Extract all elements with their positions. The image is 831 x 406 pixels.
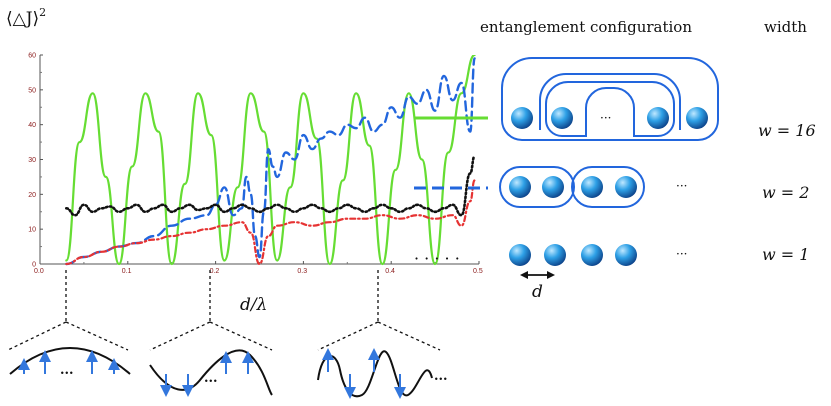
pair-ring: [571, 166, 645, 208]
atom: [686, 107, 708, 129]
atom: [615, 244, 637, 266]
ellipsis: ...: [434, 369, 448, 384]
pair-ring: [499, 166, 575, 208]
legend-header-config: entanglement configuration: [480, 18, 692, 36]
legend-line-dotted: · · · · ·: [414, 249, 460, 268]
legend-header-width: width: [764, 18, 807, 36]
main-plot: ⟨△J⟩2 0.0 0.1 0.2 0.3 0.4 0.5 0 10 20 30 40 50 60 d/…: [6, 6, 483, 315]
atom: [647, 107, 669, 129]
entanglement-ring-middle: [539, 73, 681, 130]
legend-row-w2: ··· w = 2: [414, 166, 809, 208]
spacing-arrow-head-left: [520, 271, 528, 279]
ellipsis: ...: [60, 363, 74, 378]
legend-row-w16: ··· w = 16: [414, 57, 816, 141]
atom: [542, 176, 564, 198]
standing-wave-inset-3: ...: [317, 348, 448, 399]
plot-axes: 0.0 0.1 0.2 0.3 0.4 0.5 0 10 20 30 40 50 60: [28, 53, 483, 276]
connector-right-2: [209, 321, 273, 351]
atom: [615, 176, 637, 198]
series-line-2: [65, 179, 476, 266]
entanglement-ring-inner: [545, 81, 675, 137]
ellipsis: ...: [204, 371, 218, 386]
atom: [511, 107, 533, 129]
y-tick-label: 10: [28, 227, 36, 234]
connector-left-2: [149, 321, 211, 351]
width-label-w2: w = 2: [762, 183, 809, 202]
width-label-w1: w = 1: [762, 245, 809, 264]
y-tick-label: 0: [32, 262, 36, 269]
y-tick-label: 60: [28, 53, 36, 60]
config-ellipsis: ···: [600, 111, 611, 125]
connector-right-3: [377, 321, 441, 351]
x-axis-label: d/λ: [240, 295, 267, 315]
x-tick-label: 0.3: [297, 268, 307, 275]
x-tick-label: 0.5: [473, 268, 483, 275]
width-label-w16: w = 16: [758, 121, 816, 140]
y-axis-label: ⟨△J⟩2: [6, 6, 46, 29]
inset-connectors: [7, 270, 441, 351]
series-layer: [65, 55, 476, 266]
x-tick-label: 0.1: [122, 268, 132, 275]
connector-left-3: [317, 321, 379, 351]
series-line-1: [65, 57, 476, 266]
series-line-3: [65, 154, 476, 217]
config-ellipsis: ···: [676, 247, 687, 261]
atom: [581, 176, 603, 198]
x-tick-label: 0.2: [210, 268, 220, 275]
spacing-label: d: [532, 282, 543, 302]
standing-wave-inset-2: ...: [149, 349, 273, 397]
y-tick-label: 30: [28, 157, 36, 164]
atom: [551, 107, 573, 129]
atom: [581, 244, 603, 266]
atom: [509, 176, 531, 198]
legend-panel: entanglement configuration width ··· w =…: [414, 18, 816, 302]
x-tick-label: 0.0: [34, 268, 44, 275]
legend-row-w1: · · · · · ··· w = 1 d: [414, 244, 809, 302]
atom: [509, 244, 531, 266]
y-tick-label: 20: [28, 192, 36, 199]
connector-right-1: [65, 321, 129, 351]
atom: [544, 244, 566, 266]
y-tick-label: 40: [28, 122, 36, 129]
config-ellipsis: ···: [676, 179, 687, 193]
x-tick-label: 0.4: [385, 268, 395, 275]
connector-left-1: [7, 321, 67, 351]
y-tick-label: 50: [28, 87, 36, 94]
entanglement-ring-outer: [501, 57, 719, 141]
standing-wave-inset-1: ...: [9, 347, 131, 378]
spacing-arrow-head-right: [547, 271, 555, 279]
